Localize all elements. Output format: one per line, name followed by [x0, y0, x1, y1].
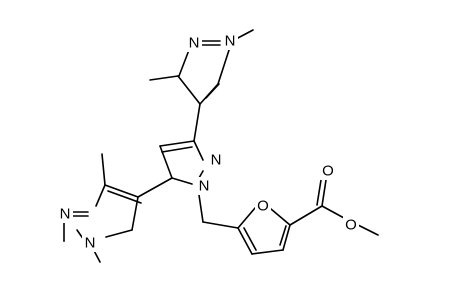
- bond: [101, 153, 106, 186]
- bond: [243, 227, 257, 251]
- bonds: [63, 29, 379, 263]
- bond: [237, 207, 256, 229]
- atom-label-o: O: [322, 163, 334, 180]
- bond: [161, 146, 193, 153]
- atom-label-n: N: [225, 33, 236, 50]
- atom-label-o: O: [345, 217, 357, 234]
- bond: [159, 145, 173, 179]
- bond: [321, 179, 327, 207]
- bond: [198, 170, 204, 179]
- bond: [193, 103, 201, 142]
- bond: [270, 208, 291, 226]
- bond: [205, 83, 220, 99]
- bond: [279, 225, 287, 246]
- atom-label-n: N: [199, 178, 210, 195]
- bond: [289, 205, 323, 226]
- bond: [95, 184, 106, 207]
- bond: [202, 221, 239, 229]
- bond: [193, 140, 204, 161]
- bond: [137, 177, 173, 198]
- bond: [282, 224, 291, 251]
- bond: [198, 194, 204, 223]
- atom-label-n: N: [85, 235, 96, 252]
- bond: [177, 75, 201, 105]
- bond: [357, 224, 379, 236]
- bond: [321, 205, 345, 219]
- bond: [105, 229, 133, 238]
- atom-label-n: N: [189, 35, 200, 52]
- bond: [217, 46, 231, 85]
- bond: [131, 196, 139, 231]
- bond: [149, 75, 179, 81]
- bond: [237, 227, 253, 255]
- bond: [251, 249, 284, 255]
- bond: [171, 177, 193, 185]
- bond: [316, 179, 322, 206]
- atom-label-n: N: [211, 152, 222, 169]
- bond: [107, 190, 142, 204]
- atom-label-n: N: [60, 206, 71, 223]
- atom-labels: N N N N N N O O O: [57, 32, 359, 252]
- bond: [159, 140, 195, 147]
- bond: [178, 49, 190, 77]
- bond: [235, 29, 254, 40]
- bond: [104, 184, 139, 198]
- atom-label-o: O: [257, 198, 269, 215]
